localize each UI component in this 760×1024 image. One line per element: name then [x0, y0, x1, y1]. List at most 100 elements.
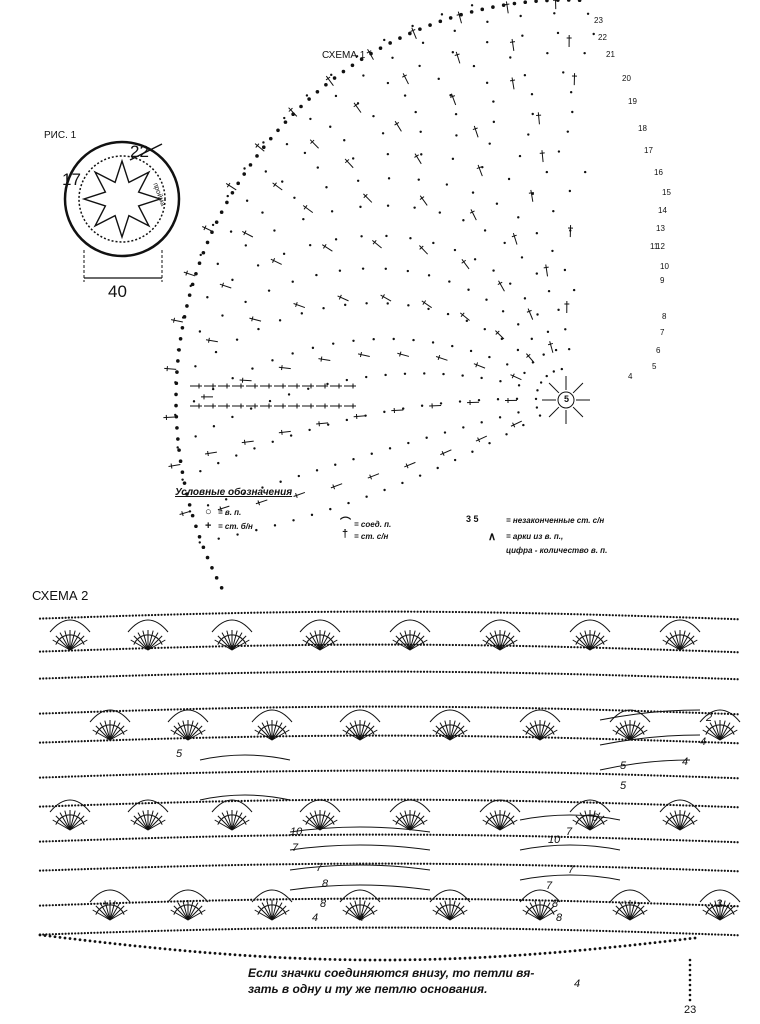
scheme2-chain-dots [698, 839, 701, 843]
scheme2-chain-dots [150, 836, 154, 840]
scheme2-chain-dots [413, 670, 416, 673]
scheme2-shell-stitch [572, 819, 591, 831]
scheme2-chain-dots [698, 903, 701, 907]
scheme2-chain-dots [659, 803, 662, 806]
scheme2-shell-stitch [629, 905, 645, 921]
scheme2-chain-dots [470, 834, 474, 837]
scheme1-chain-dots [206, 504, 210, 507]
scheme2-chain-dots [368, 862, 371, 865]
scheme2-shell-stitch [302, 639, 321, 651]
scheme2-chain-dots [544, 612, 547, 615]
scheme2-chain-dots [160, 865, 163, 868]
scheme2-chain-dots [208, 800, 211, 803]
scheme2-chain-dots [477, 834, 480, 837]
scheme2-chain-dots [662, 615, 666, 618]
scheme2-shell-stitch [669, 812, 681, 831]
scheme2-chain-dots [378, 734, 381, 737]
scheme1-border-dots [341, 69, 346, 74]
scheme2-chain-dots [442, 670, 445, 673]
scheme1-row-number: 14 [658, 206, 667, 215]
scheme2-border-dots [293, 956, 297, 960]
scheme2-chain-dots [470, 644, 474, 647]
scheme2-chain-dots [192, 771, 195, 775]
scheme2-chain-dots [83, 616, 86, 619]
scheme2-chain-dots [573, 737, 576, 740]
scheme2-border-dots [568, 949, 572, 953]
scheme2-chain-dots [490, 735, 493, 738]
scheme2-chain-dots [352, 643, 355, 646]
scheme2-shell-stitch [142, 810, 149, 831]
scheme2-chain-dots [125, 901, 128, 904]
scheme2-chain-dots [595, 836, 598, 839]
scheme2-shell-arc [429, 709, 471, 723]
scheme2-chain-dots [726, 805, 730, 808]
scheme2-chain-dots [326, 705, 330, 708]
scheme2-chain-dots [678, 676, 682, 679]
scheme2-chain-dots [656, 615, 659, 618]
scheme2-chain-dots [282, 799, 285, 802]
scheme2-chain-dots [115, 739, 118, 742]
scheme2-chain-dots [310, 897, 314, 901]
scheme2-chain-dots [477, 644, 480, 647]
scheme2-chain-dots [531, 835, 534, 838]
scheme2-chain-dots [474, 735, 477, 738]
scheme2-chain-dots [208, 707, 211, 710]
scheme2-chain-dots [400, 769, 403, 772]
scheme2-chain-dots [394, 926, 397, 929]
scheme2-chain-dots [99, 774, 102, 777]
scheme2-chain-dots [74, 711, 77, 714]
scheme1-chain-dots [488, 355, 491, 359]
scheme1-chain-dots [360, 235, 363, 238]
scheme2-chain-dots [323, 610, 326, 613]
scheme1-border-dots [174, 403, 178, 408]
scheme2-chain-dots [122, 738, 125, 742]
scheme2-chain-dots [224, 771, 227, 774]
scheme2-shell-stitch [147, 810, 154, 831]
scheme2-chain-dots [432, 769, 435, 772]
scheme2-chain-dots [288, 611, 291, 614]
scheme2-shell-stitch [709, 722, 721, 741]
scheme2-chain-dots [349, 862, 352, 865]
scheme2-shell-stitch [231, 630, 238, 651]
scheme2-chain-dots [51, 712, 54, 715]
scheme2-chain-dots [662, 803, 666, 806]
scheme2-chain-dots [694, 868, 698, 871]
scheme2-chain-dots [253, 644, 256, 647]
scheme2-chain-dots [58, 775, 61, 779]
scheme2-chain-dots [509, 706, 512, 709]
scheme2-chain-dots [691, 711, 694, 714]
scheme2-chain-dots [589, 708, 592, 711]
scheme2-chain-dots [490, 611, 493, 614]
scheme2-chain-dots [77, 903, 80, 906]
scheme1-stitch [399, 351, 402, 357]
scheme2-chain-dots [221, 707, 224, 710]
scheme1-stitch [477, 164, 483, 177]
scheme2-chain-dots [646, 838, 650, 841]
scheme1-stitch [208, 337, 210, 343]
scheme1-chain-dots [305, 94, 309, 97]
scheme2-chain-dots [214, 800, 218, 803]
scheme2-border-dots [608, 946, 612, 949]
scheme1-stitch [419, 195, 428, 206]
scheme2-border-dots [588, 947, 592, 951]
scheme2-chain-dots [515, 611, 518, 615]
scheme2-chain-dots [150, 737, 154, 741]
scheme2-chain-dots [170, 801, 173, 804]
scheme2-border-dots [268, 955, 272, 959]
scheme2-chain-dots [563, 707, 566, 711]
scheme2-chain-dots [346, 610, 349, 613]
scheme2-chain-dots [470, 927, 474, 930]
scheme2-chain-dots [182, 801, 186, 804]
scheme2-border-dots [478, 956, 482, 959]
scheme2-shell-stitch [109, 729, 128, 741]
scheme2-chain-dots [448, 769, 451, 773]
scheme2-chain-dots [339, 734, 342, 737]
scheme2-chain-dots [714, 776, 717, 779]
scheme2-chain-dots [682, 839, 685, 842]
scheme2-shell-stitch [182, 900, 189, 921]
scheme2-chain-dots [634, 647, 637, 650]
scheme1-border-dots [350, 63, 355, 68]
scheme2-chain-dots [733, 841, 736, 844]
scheme2-chain-dots [547, 645, 550, 648]
scheme2-chain-dots [93, 774, 96, 777]
